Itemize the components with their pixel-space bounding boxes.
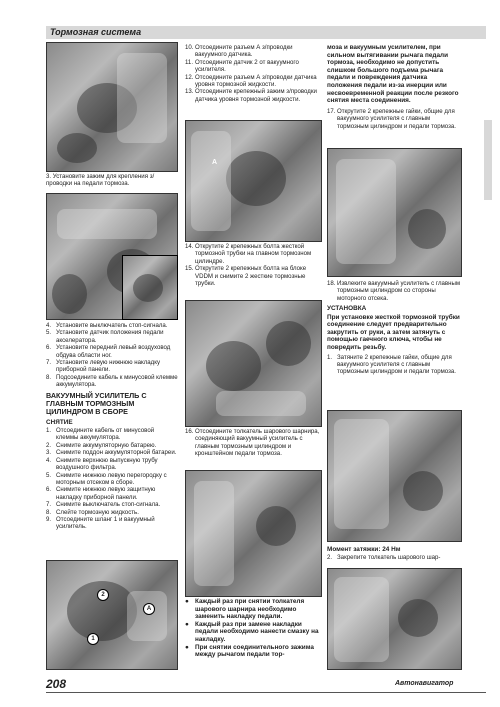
photo-mounting-nuts	[327, 148, 462, 277]
step-13: 13.Отсоедините крепежный зажим з/проводк…	[185, 88, 317, 103]
photo-brake-lines	[185, 300, 322, 427]
step-15: 15.Открутите 2 крепежных болта на блоке …	[185, 265, 307, 288]
step-10: 10.Отсоедините разъем А з/проводки вакуу…	[185, 44, 293, 59]
install-note: При установке жесткой тормозной трубки с…	[327, 313, 460, 351]
step-16: 16.Отсоедините толкатель шарового шарнир…	[185, 428, 320, 458]
step-17: 17.Открутите 2 крепежные гайки, общие дл…	[327, 107, 457, 130]
photo-pushrod-install	[327, 568, 462, 670]
removal-step: 2.Снимите аккумуляторную батарею.	[46, 441, 157, 449]
removal-step: 1.Отсоедините кабель от минусовой клеммы…	[46, 427, 155, 442]
photo-inset-sensor	[122, 255, 178, 320]
removal-step: 3.Снимите поддон аккумуляторной батареи.	[46, 449, 177, 457]
removal-step: 9.Отсоедините шланг 1 и вакуумный усилит…	[46, 515, 155, 531]
removal-step: 8.Слейте тормозную жидкость.	[46, 508, 139, 516]
install-step-8: 8.Подсоедините кабель к минусовой клемме…	[46, 373, 178, 389]
photo-pushrod	[185, 470, 322, 597]
step-11: 11.Отсоедините датчик 2 от вакуумного ус…	[185, 58, 299, 74]
removal-heading: СНЯТИЕ	[46, 418, 73, 426]
callout-2: 2	[97, 589, 109, 601]
footer-rule	[46, 692, 486, 693]
removal-step: 5.Снимите нижнюю левую перегородку с мот…	[46, 471, 167, 486]
side-tab	[484, 120, 492, 200]
section-heading: ВАКУУМНЫЙ УСИЛИТЕЛЬ С ГЛАВНЫМ ТОРМОЗНЫМ …	[46, 390, 147, 416]
callout-a: A	[143, 603, 155, 615]
note-bullet: ●Каждый раз при снятии толкателя шаровог…	[185, 598, 305, 621]
removal-step: 6.Снимите нижнюю левую защитную накладку…	[46, 486, 156, 501]
publisher-name: Автонавигатор	[395, 680, 454, 687]
install-step-2: 2.Закрепите толкатель шарового шар-	[327, 553, 441, 561]
page-number: 208	[46, 677, 67, 691]
photo-connector: A	[185, 120, 322, 242]
step-14: 14.Открутите 2 крепежных болта жесткой т…	[185, 243, 312, 265]
step-18: 18.Извлеките вакуумный усилитель с главн…	[327, 280, 461, 302]
note-bullet: ●Каждый раз при замене накладки педали н…	[185, 620, 319, 643]
label-a: A	[212, 159, 218, 166]
install-heading: УСТАНОВКА	[327, 305, 367, 313]
install-step-4: 4.Установите выключатель стоп-сигнала.	[46, 322, 168, 329]
torque-spec: Момент затяжки: 24 Нм	[327, 546, 401, 553]
removal-step: 7.Снимите выключатель стоп-сигнала.	[46, 501, 161, 509]
removal-step: 4.Снимите верхнюю выпускную трубу воздуш…	[46, 456, 158, 472]
photo-vacuum-hose: 1 2 A	[46, 560, 178, 670]
caption-step-3: 3. Установите зажим для крепления з/пров…	[46, 173, 155, 188]
page-section-title: Тормозная система	[50, 27, 142, 37]
install-step-5: 5.Установите датчик положения педали акс…	[46, 329, 164, 344]
warning-continued: моза и вакуумным усилителем, при сильном…	[327, 44, 459, 105]
install-step-6: 6.Установите передний левый воздуховод о…	[46, 344, 171, 359]
install-step-7: 7.Установите левую нижнюю накладку прибо…	[46, 359, 160, 374]
note-bullet: ●При снятии соединительного зажима между…	[185, 643, 314, 659]
header-bar	[46, 26, 486, 39]
callout-1: 1	[87, 633, 99, 645]
photo-install-nuts	[327, 410, 462, 542]
photo-pedal-clip	[46, 42, 178, 172]
install-step-1: 1.Затяните 2 крепежные гайки, общие для …	[327, 353, 457, 376]
step-12: 12.Отсоедините разъем А з/проводки датчи…	[185, 73, 317, 89]
